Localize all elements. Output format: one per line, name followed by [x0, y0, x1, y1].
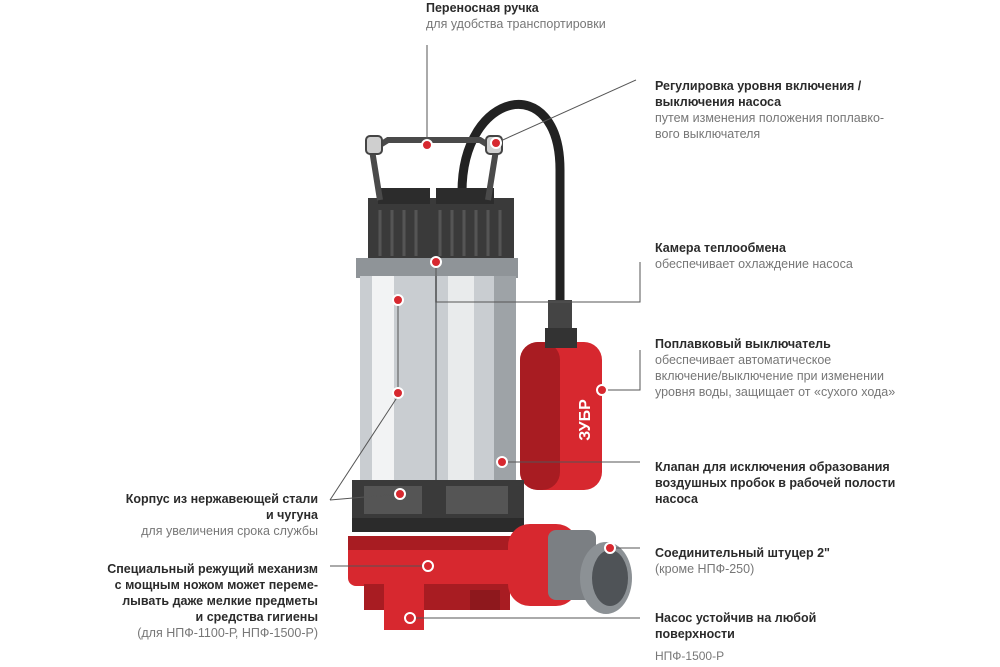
marker-float	[597, 385, 607, 395]
marker-cutter	[423, 561, 433, 571]
steel-body	[360, 276, 516, 482]
marker-body-mid	[393, 388, 403, 398]
callout-cutter-title: Специальный режущий механизм с мощным но…	[60, 561, 318, 625]
marker-heat	[431, 257, 441, 267]
callout-float-desc: обеспечивает автоматическое включение/вы…	[655, 352, 895, 400]
marker-fitting	[605, 543, 615, 553]
cutter-base	[348, 536, 528, 630]
callout-stable: Насос устойчив на любой поверхности	[655, 610, 816, 642]
outlet-fitting	[508, 524, 632, 614]
leader-float	[602, 350, 640, 390]
callout-heat-desc: обеспечивает охлаждение насоса	[655, 256, 853, 272]
callout-valve: Клапан для исключения образования воздуш…	[655, 459, 895, 507]
callout-level: Регулировка уровня включения / выключени…	[655, 78, 884, 142]
cable-clamp	[548, 300, 572, 330]
callout-fitting: Соединительный штуцер 2" (кроме НПФ-250)	[655, 545, 830, 577]
callout-level-desc: путем изменения положения поплавко- вого…	[655, 110, 884, 142]
callout-body-desc: для увеличения срока службы	[90, 523, 318, 539]
callout-fitting-desc: (кроме НПФ-250)	[655, 561, 830, 577]
marker-stable	[405, 613, 415, 623]
marker-handle	[422, 140, 432, 150]
callout-cutter-desc: (для НПФ-1100-Р, НПФ-1500-Р)	[60, 625, 318, 641]
motor-cap	[368, 188, 514, 260]
callout-handle-title: Переносная ручка	[426, 0, 606, 16]
callout-handle: Переносная ручка для удобства транспорти…	[426, 0, 606, 32]
marker-valve	[497, 457, 507, 467]
leader-level	[496, 80, 636, 143]
marker-body-ring	[395, 489, 405, 499]
brand-logo: ЗУБР	[577, 399, 594, 441]
callout-body-title: Корпус из нержавеющей стали и чугуна	[90, 491, 318, 523]
callout-cutter: Специальный режущий механизм с мощным но…	[60, 561, 318, 641]
callout-stable-title: Насос устойчив на любой поверхности	[655, 610, 816, 642]
callout-float: Поплавковый выключатель обеспечивает авт…	[655, 336, 895, 400]
cast-iron-ring	[352, 480, 524, 532]
callout-valve-title: Клапан для исключения образования воздуш…	[655, 459, 895, 507]
marker-level	[491, 138, 501, 148]
callout-handle-desc: для удобства транспортировки	[426, 16, 606, 32]
callout-fitting-title: Соединительный штуцер 2"	[655, 545, 830, 561]
model-label: НПФ-1500-Р	[655, 649, 724, 663]
float-switch: ЗУБР	[520, 328, 602, 490]
marker-body-top	[393, 295, 403, 305]
callout-body: Корпус из нержавеющей стали и чугуна для…	[90, 491, 318, 539]
callout-level-title: Регулировка уровня включения / выключени…	[655, 78, 884, 110]
callout-float-title: Поплавковый выключатель	[655, 336, 895, 352]
callout-heat: Камера теплообмена обеспечивает охлажден…	[655, 240, 853, 272]
callout-heat-title: Камера теплообмена	[655, 240, 853, 256]
